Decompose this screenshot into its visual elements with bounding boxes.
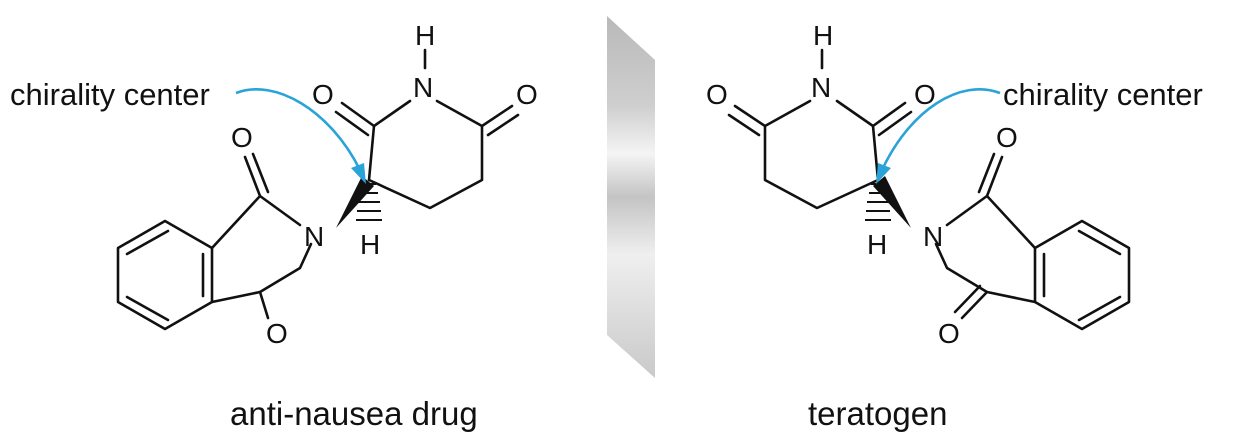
right-atom-glut-n: N — [811, 72, 831, 103]
right-benzene-inner-bonds — [1042, 229, 1122, 322]
right-carbonyl-top — [977, 152, 1004, 198]
right-hashed-bond — [865, 183, 891, 221]
left-atom-phth-o-top: O — [231, 122, 253, 153]
right-benzene-ring — [1033, 219, 1131, 331]
left-atom-glut-o2: O — [516, 79, 538, 110]
left-glutarimide-ring — [367, 99, 484, 210]
right-atom-glut-o2: O — [706, 79, 728, 110]
right-atom-glut-o1: O — [914, 79, 936, 110]
left-carbonyl-top — [243, 152, 270, 198]
right-atom-phth-o-bottom: O — [938, 318, 960, 349]
left-benzene-ring — [116, 219, 214, 331]
left-imide-ring — [210, 194, 313, 304]
left-atom-stereo-h: H — [360, 229, 380, 260]
left-stereo-wedge — [336, 176, 374, 228]
left-chirality-arrow — [235, 88, 362, 171]
right-atom-phth-o-top: O — [996, 122, 1018, 153]
left-atom-glut-o1: O — [312, 79, 334, 110]
right-molecule: N O O H N H O O chirality center teratog… — [706, 20, 1203, 432]
left-atom-phth-o-bottom: O — [266, 318, 288, 349]
left-arrowhead — [351, 163, 366, 184]
mirror-plane — [607, 16, 655, 378]
left-glut-carbonyl-left — [334, 101, 376, 137]
right-caption: teratogen — [808, 395, 947, 432]
right-chirality-label: chirality center — [1003, 77, 1203, 112]
left-benzene-inner-bonds — [125, 229, 205, 322]
right-arrowhead — [876, 163, 891, 184]
right-atom-glut-nh-h: H — [813, 20, 833, 51]
left-caption: anti-nausea drug — [230, 395, 478, 432]
left-carbonyl-bottom — [258, 290, 270, 320]
left-chirality-label: chirality center — [10, 77, 210, 112]
left-glut-carbonyl-right — [480, 104, 520, 137]
right-carbonyl-bottom — [953, 284, 989, 320]
right-atom-stereo-h: H — [867, 229, 887, 260]
right-imide-ring — [934, 194, 1037, 304]
left-atom-phth-n: N — [304, 221, 324, 252]
right-stereo-wedge — [873, 176, 911, 228]
right-glut-carbonyl-right — [871, 101, 913, 137]
right-glutarimide-ring — [763, 99, 880, 210]
left-hashed-bond — [356, 183, 382, 221]
right-atom-phth-n: N — [923, 221, 943, 252]
right-glut-carbonyl-left — [727, 104, 767, 137]
left-atom-glut-n: N — [413, 72, 433, 103]
left-molecule: N O O H N H O O chirality center anti-na… — [10, 20, 538, 432]
right-chirality-arrow — [880, 88, 1001, 171]
left-atom-glut-nh-h: H — [415, 20, 435, 51]
